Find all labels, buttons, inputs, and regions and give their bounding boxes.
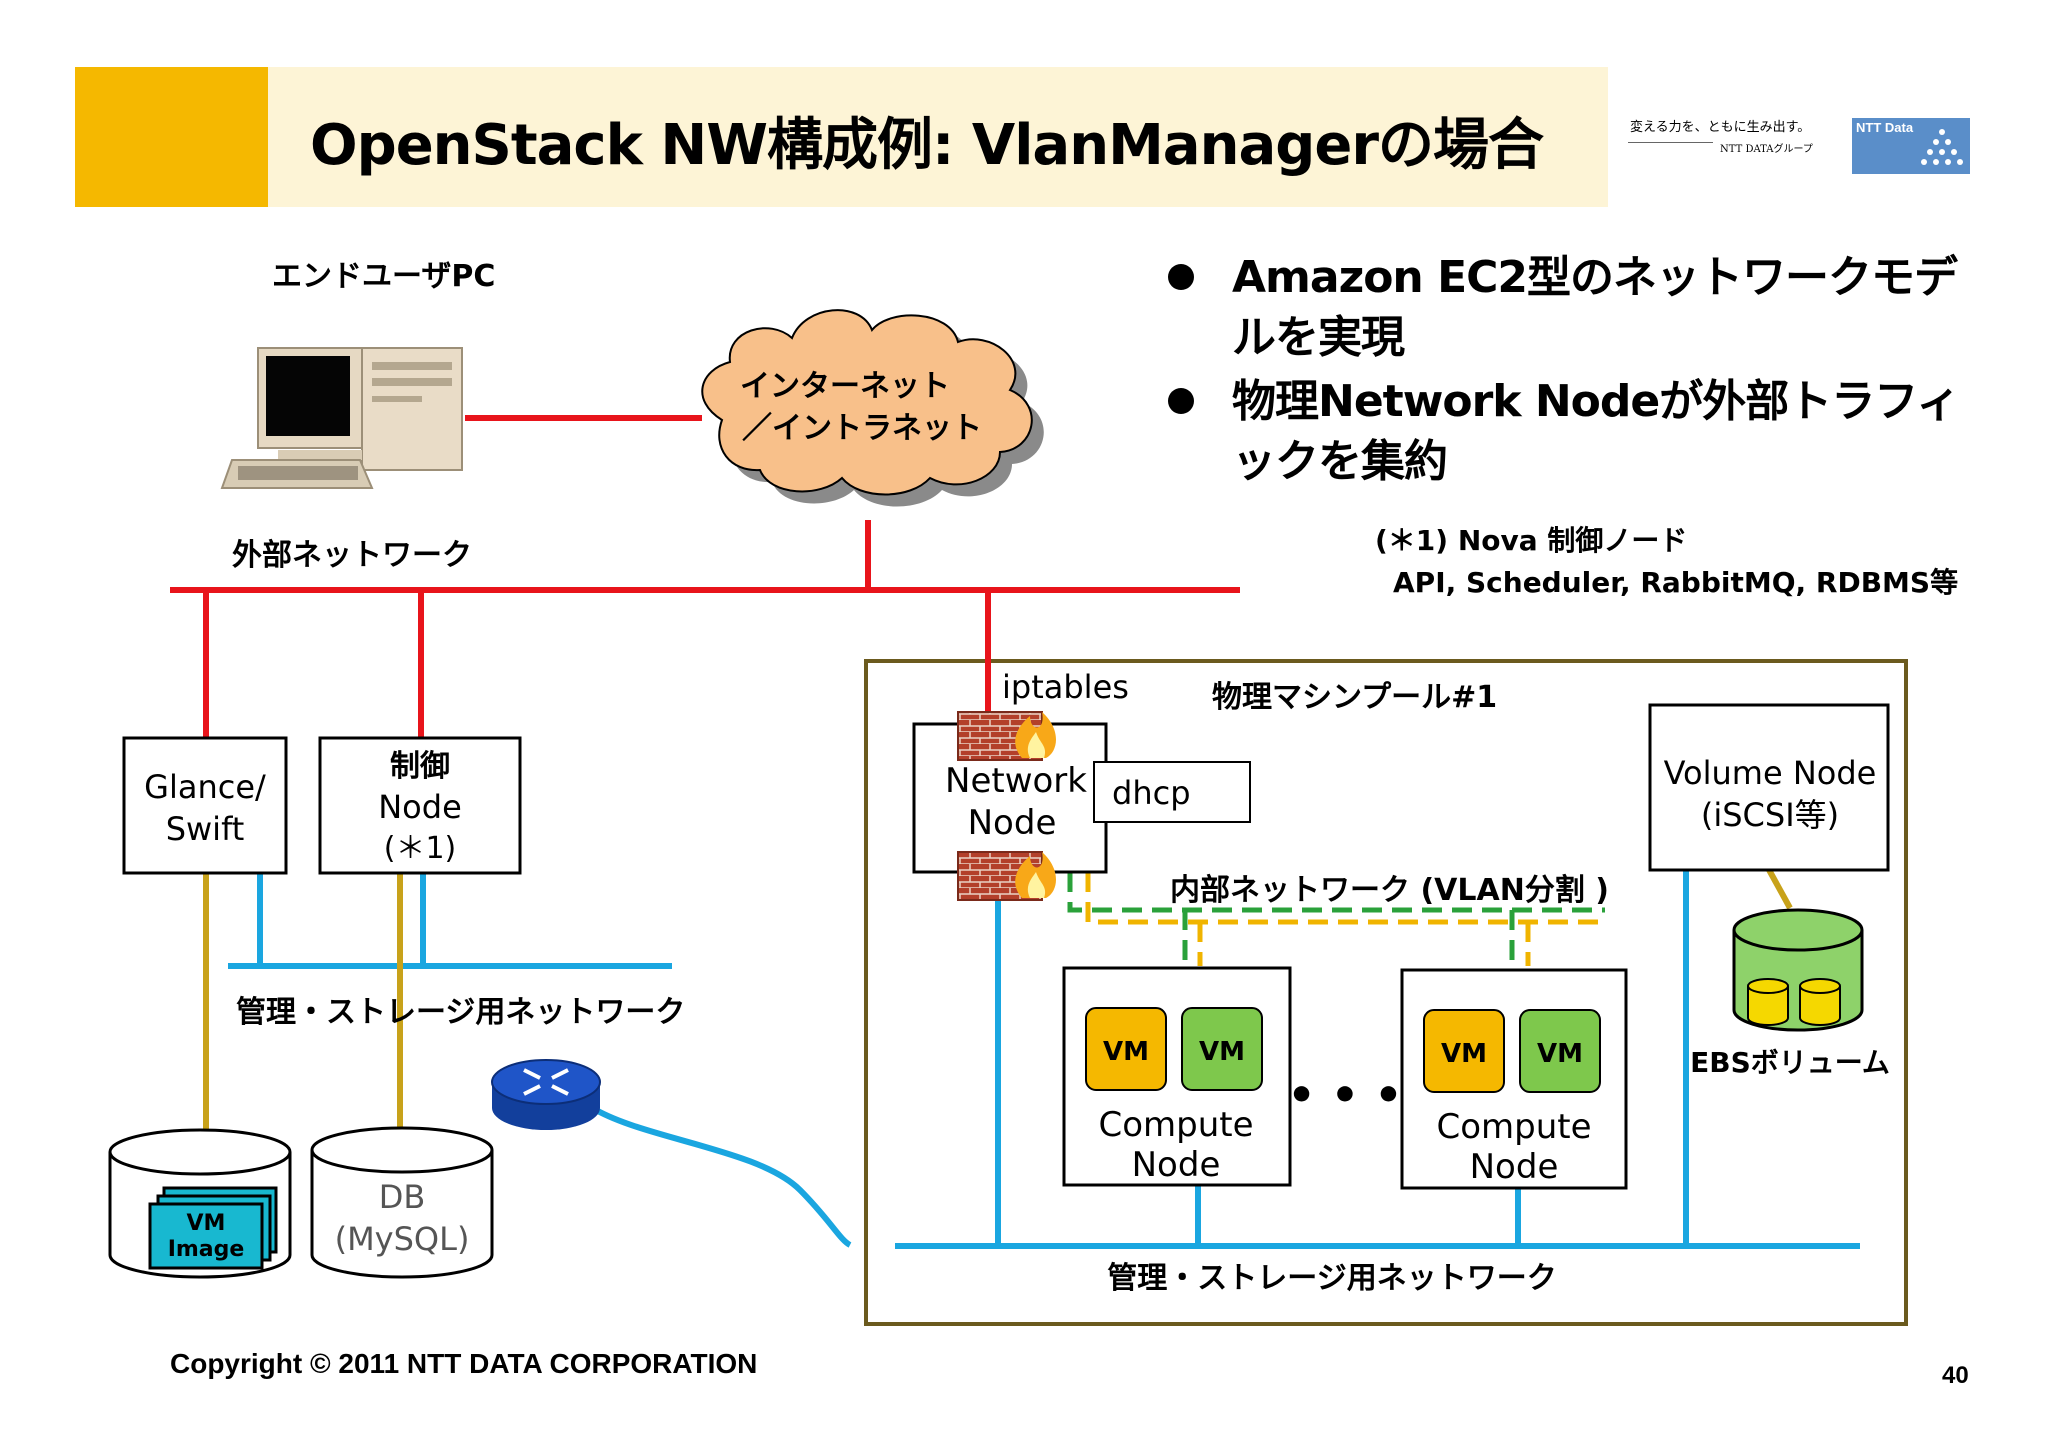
vm-box [1181, 1007, 1263, 1091]
db-label-line2: (MySQL) [335, 1220, 470, 1258]
cloud-label-line1: インターネット [740, 369, 950, 404]
db-cylinder-icon [310, 1126, 494, 1279]
vm-label: VM [1103, 1037, 1149, 1067]
glance-storage-cylinder-icon [108, 1128, 292, 1279]
vm-label: VM [1199, 1037, 1245, 1067]
vlan-lines [1067, 872, 1608, 966]
glance-label-line2: Swift [166, 810, 245, 848]
cloud-label-line2: ／イントラネット [742, 411, 982, 446]
company-slogan: 変える力を、ともに生み出す。 [1630, 120, 1811, 135]
volume-node-box [1648, 703, 1890, 872]
header-band [268, 67, 1608, 207]
bullet-item: 物理Network Nodeが外部トラフィックを集約 [1162, 372, 1962, 492]
bullet-dot-icon [1168, 388, 1194, 414]
compute-node-label-line2: Node [1470, 1147, 1559, 1187]
management-network-left-lines [228, 873, 852, 1248]
machine-pool-label: 物理マシンプール#1 [1212, 680, 1497, 715]
iptables-label: iptables [1002, 668, 1129, 706]
bullet-text: 物理Network Nodeが外部トラフィックを集約 [1232, 376, 1960, 487]
slide-title: OpenStack NW構成例: VlanManagerの場合 [310, 113, 1544, 178]
compute-node-label-line1: Compute [1436, 1107, 1591, 1147]
bullet-dot-icon [1168, 264, 1194, 290]
router-icon [491, 1059, 601, 1130]
dhcp-box [1093, 761, 1251, 823]
volume-node-label-line2: (iSCSI等) [1701, 796, 1839, 834]
external-network-label: 外部ネットワーク [232, 538, 472, 573]
management-network-right-lines [895, 870, 1860, 1249]
slogan-divider [1628, 142, 1713, 143]
logo-dots-icon [1921, 129, 1963, 165]
glance-swift-box [122, 736, 288, 875]
vm-label: VM [1441, 1039, 1487, 1069]
vm-image-label-line1: VM [187, 1211, 226, 1236]
copyright-text: Copyright © 2011 NTT DATA CORPORATION [170, 1348, 758, 1379]
external-network-lines [170, 415, 1240, 738]
control-node-label-line3: (＊1) [384, 831, 457, 866]
bullet-text: Amazon EC2型のネットワークモデルを実現 [1232, 252, 1958, 363]
vm-image-label-line2: Image [168, 1237, 245, 1262]
management-network-right-label: 管理・ストレージ用ネットワーク [1107, 1261, 1556, 1296]
vm-box [1085, 1007, 1167, 1091]
bullet-item: Amazon EC2型のネットワークモデルを実現 [1162, 248, 1962, 368]
ebs-volume-label: EBSボリューム [1690, 1046, 1890, 1079]
internet-cloud-icon [701, 309, 1044, 507]
internal-network-label: 内部ネットワーク (VLAN分割 ) [1170, 873, 1609, 908]
footnote: (＊1) Nova 制御ノード API, Scheduler, RabbitMQ… [1375, 520, 1958, 604]
compute-node-label-line1: Compute [1098, 1105, 1253, 1145]
network-node-label-line2: Node [968, 803, 1057, 843]
enduser-pc-label: エンドユーザPC [272, 259, 495, 294]
control-node-label-line2: Node [378, 788, 462, 826]
logo-text: NTT Data [1856, 120, 1914, 135]
footnote-line1: (＊1) Nova 制御ノード [1375, 524, 1688, 557]
management-network-left-label: 管理・ストレージ用ネットワーク [236, 995, 685, 1030]
vm-box [1519, 1009, 1601, 1093]
company-group: NTT DATAグループ [1720, 144, 1813, 155]
dhcp-label: dhcp [1112, 774, 1191, 812]
db-label-line1: DB [379, 1178, 426, 1216]
volume-node-label-line1: Volume Node [1664, 754, 1877, 792]
machine-pool-frame [864, 659, 1908, 1326]
vm-box [1423, 1009, 1505, 1093]
bullet-list: Amazon EC2型のネットワークモデルを実現 物理Network Nodeが… [1162, 248, 1962, 496]
vm-label: VM [1537, 1039, 1583, 1069]
compute-ellipsis: • • • [1287, 1070, 1402, 1121]
compute-node-label-line2: Node [1132, 1145, 1221, 1185]
ntt-data-logo: NTT Data [1852, 118, 1970, 174]
glance-label-line1: Glance/ [144, 768, 266, 806]
footnote-line2: API, Scheduler, RabbitMQ, RDBMS等 [1393, 566, 1959, 599]
firewall-top-icon [957, 711, 1056, 761]
ebs-volume-icon [1732, 908, 1864, 1032]
firewall-bottom-icon [957, 851, 1056, 901]
control-node-label-line1: 制御 [390, 749, 450, 784]
control-node-box [318, 736, 522, 875]
network-node-label-line1: Network [945, 761, 1087, 801]
header-accent-block [75, 67, 268, 207]
page-number: 40 [1942, 1362, 1969, 1389]
enduser-pc-icon [220, 347, 463, 489]
